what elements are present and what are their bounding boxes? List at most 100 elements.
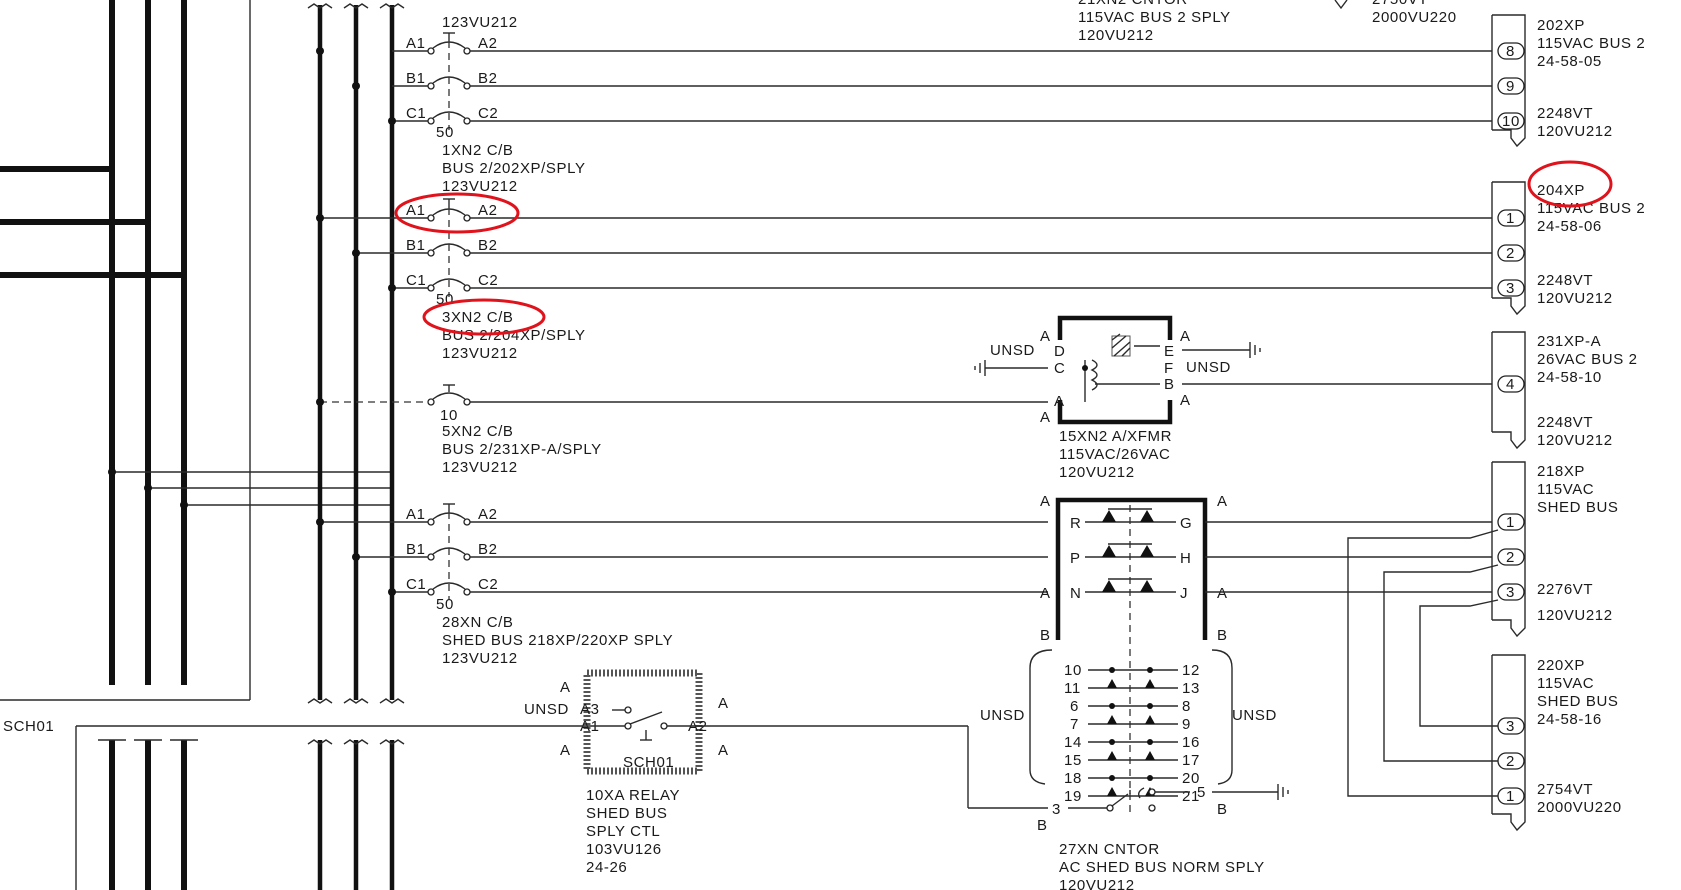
cb1-pin-a1: A1 — [406, 35, 426, 52]
cb5-line2: BUS 2/231XP-A/SPLY — [442, 441, 602, 458]
c231-panel: 120VU212 — [1537, 432, 1613, 449]
xfmr-pin-f: F — [1164, 360, 1174, 377]
relay-tag: SCH01 — [623, 754, 674, 771]
cntor-pin-h: H — [1180, 550, 1191, 567]
xfmr-line3: 120VU212 — [1059, 464, 1135, 481]
cntor-unsd-right: UNSD — [1232, 707, 1277, 724]
c218-pin-3: 3 — [1506, 584, 1515, 601]
cb28-line2: SHED BUS 218XP/220XP SPLY — [442, 632, 673, 649]
relay-a-bl: A — [560, 742, 571, 759]
cb3-pin-a1: A1 — [406, 202, 426, 219]
c204-line3: 24-58-06 — [1537, 218, 1602, 235]
aux-left-pin: 14 — [1064, 734, 1082, 751]
connector-218xp: 1 2 3 218XP 115VAC SHED BUS 2276VT 120VU… — [1491, 461, 1619, 638]
highlight-204xp — [1527, 160, 1613, 208]
cntor-b-br: B — [1217, 801, 1228, 818]
shed-bus-jumpers — [1347, 529, 1499, 797]
cb5-name: 5XN2 C/B — [442, 423, 514, 440]
relay-line4: 103VU126 — [586, 841, 662, 858]
cb1-line2: BUS 2/202XP/SPLY — [442, 160, 586, 177]
c218-name: 218XP — [1537, 463, 1585, 480]
c202-pin-10: 10 — [1502, 113, 1520, 130]
xfmr-pin-a: A — [1054, 393, 1065, 410]
cb3-pin-b1: B1 — [406, 237, 426, 254]
cb1-pin-c1: C1 — [406, 105, 426, 122]
c202-line2: 115VAC BUS 2 — [1537, 35, 1645, 52]
c218-pin-1: 1 — [1506, 514, 1515, 531]
c218-line3: SHED BUS — [1537, 499, 1619, 516]
breaker-28xn: A1 A2 B1 B2 C1 C2 50 28XN C/B SHED BUS 2… — [316, 503, 1048, 667]
cb28-pin-a2: A2 — [478, 506, 498, 523]
cntor-b-bl: B — [1037, 817, 1048, 834]
aux-left-pin: 18 — [1064, 770, 1082, 787]
relay-10xa: A UNSD A3 A1 A2 A A A SCH01 10XA RELAY S… — [75, 669, 1048, 890]
aux-contact-open — [1109, 739, 1115, 745]
aux-left-pin: 11 — [1064, 680, 1081, 697]
cb3-pin-b2: B2 — [478, 237, 498, 254]
phase-buses — [307, 3, 405, 890]
cb1-pin-b2: B2 — [478, 70, 498, 87]
xfmr-corner-a-tr: A — [1180, 328, 1191, 345]
breaker-3xn2: A1 A2 B1 B2 C1 C2 50 3XN2 C/B BUS 2/204X… — [316, 192, 1492, 362]
cntor-pin-r: R — [1070, 515, 1081, 532]
aux-contact-closed — [1107, 787, 1117, 796]
aux-contact-closed — [1107, 679, 1117, 688]
cb5-rating: 10 — [440, 407, 458, 424]
c218-line2: 115VAC — [1537, 481, 1594, 498]
xfmr-name: 15XN2 A/XFMR — [1059, 428, 1172, 445]
xfmr-corner-a-br: A — [1180, 392, 1191, 409]
cb28-pin-b1: B1 — [406, 541, 426, 558]
xfmr-corner-a-tl: A — [1040, 328, 1051, 345]
cntor-pin-5: 5 — [1197, 784, 1206, 801]
c220-pin-3: 3 — [1506, 718, 1515, 735]
c204-line2: 115VAC BUS 2 — [1537, 200, 1645, 217]
cntor-b-right: B — [1217, 627, 1228, 644]
cb28-pin-b2: B2 — [478, 541, 498, 558]
relay-pin-a3: A3 — [580, 701, 600, 718]
c202-name: 202XP — [1537, 17, 1585, 34]
cntor-21xn2-name: 21XN2 CNTOR — [1078, 0, 1188, 8]
cntor-corner-a-tr: A — [1217, 493, 1228, 510]
c220-pin-1: 1 — [1506, 788, 1515, 805]
vt-2750-symbol — [1334, 0, 1348, 10]
cb1-rating: 50 — [436, 124, 454, 141]
left-tag-sch01: SCH01 — [3, 718, 54, 735]
cb5-line3: 123VU212 — [442, 459, 518, 476]
cb3-line2: BUS 2/204XP/SPLY — [442, 327, 586, 344]
relay-line5: 24-26 — [586, 859, 627, 876]
cb3-line3: 123VU212 — [442, 345, 518, 362]
left-bus-structure — [0, 0, 392, 890]
cb28-line3: 123VU212 — [442, 650, 518, 667]
relay-a-top: A — [560, 679, 571, 696]
breaker-1xn2: 123VU212 A1 A2 B1 B2 C1 C2 50 1XN2 C/B B… — [316, 14, 1492, 195]
aux-right-pin: 9 — [1182, 716, 1191, 733]
aux-right-pin: 16 — [1182, 734, 1200, 751]
aux-contact-closed — [1145, 679, 1155, 688]
c202-vt: 2248VT — [1537, 105, 1593, 122]
cntor-pin-n: N — [1070, 585, 1081, 602]
xfmr-unsd-right: UNSD — [1186, 359, 1231, 376]
cntor-a-right: A — [1217, 585, 1228, 602]
relay-unsd: UNSD — [524, 701, 569, 718]
cntor-line3: 120VU212 — [1059, 877, 1135, 890]
xfmr-corner-a-bl: A — [1040, 409, 1051, 426]
relay-line2: SHED BUS — [586, 805, 668, 822]
c202-line3: 24-58-05 — [1537, 53, 1602, 70]
aux-contact-closed — [1107, 715, 1117, 724]
cb1-name: 1XN2 C/B — [442, 142, 514, 159]
vt-2750-panel: 2000VU220 — [1372, 9, 1457, 26]
cb28-pin-c1: C1 — [406, 576, 426, 593]
cb1-pin-a2: A2 — [478, 35, 498, 52]
xfmr-pin-e: E — [1164, 343, 1175, 360]
aux-contact-open — [1147, 667, 1153, 673]
cb1-line3: 123VU212 — [442, 178, 518, 195]
cntor-unsd-left: UNSD — [980, 707, 1025, 724]
aux-right-pin: 20 — [1182, 770, 1200, 787]
c220-line2: 115VAC — [1537, 675, 1594, 692]
xfmr-pin-d: D — [1054, 343, 1065, 360]
c231-name: 231XP-A — [1537, 333, 1601, 350]
cntor-pin-j: J — [1180, 585, 1188, 602]
aux-left-pin: 15 — [1064, 752, 1082, 769]
